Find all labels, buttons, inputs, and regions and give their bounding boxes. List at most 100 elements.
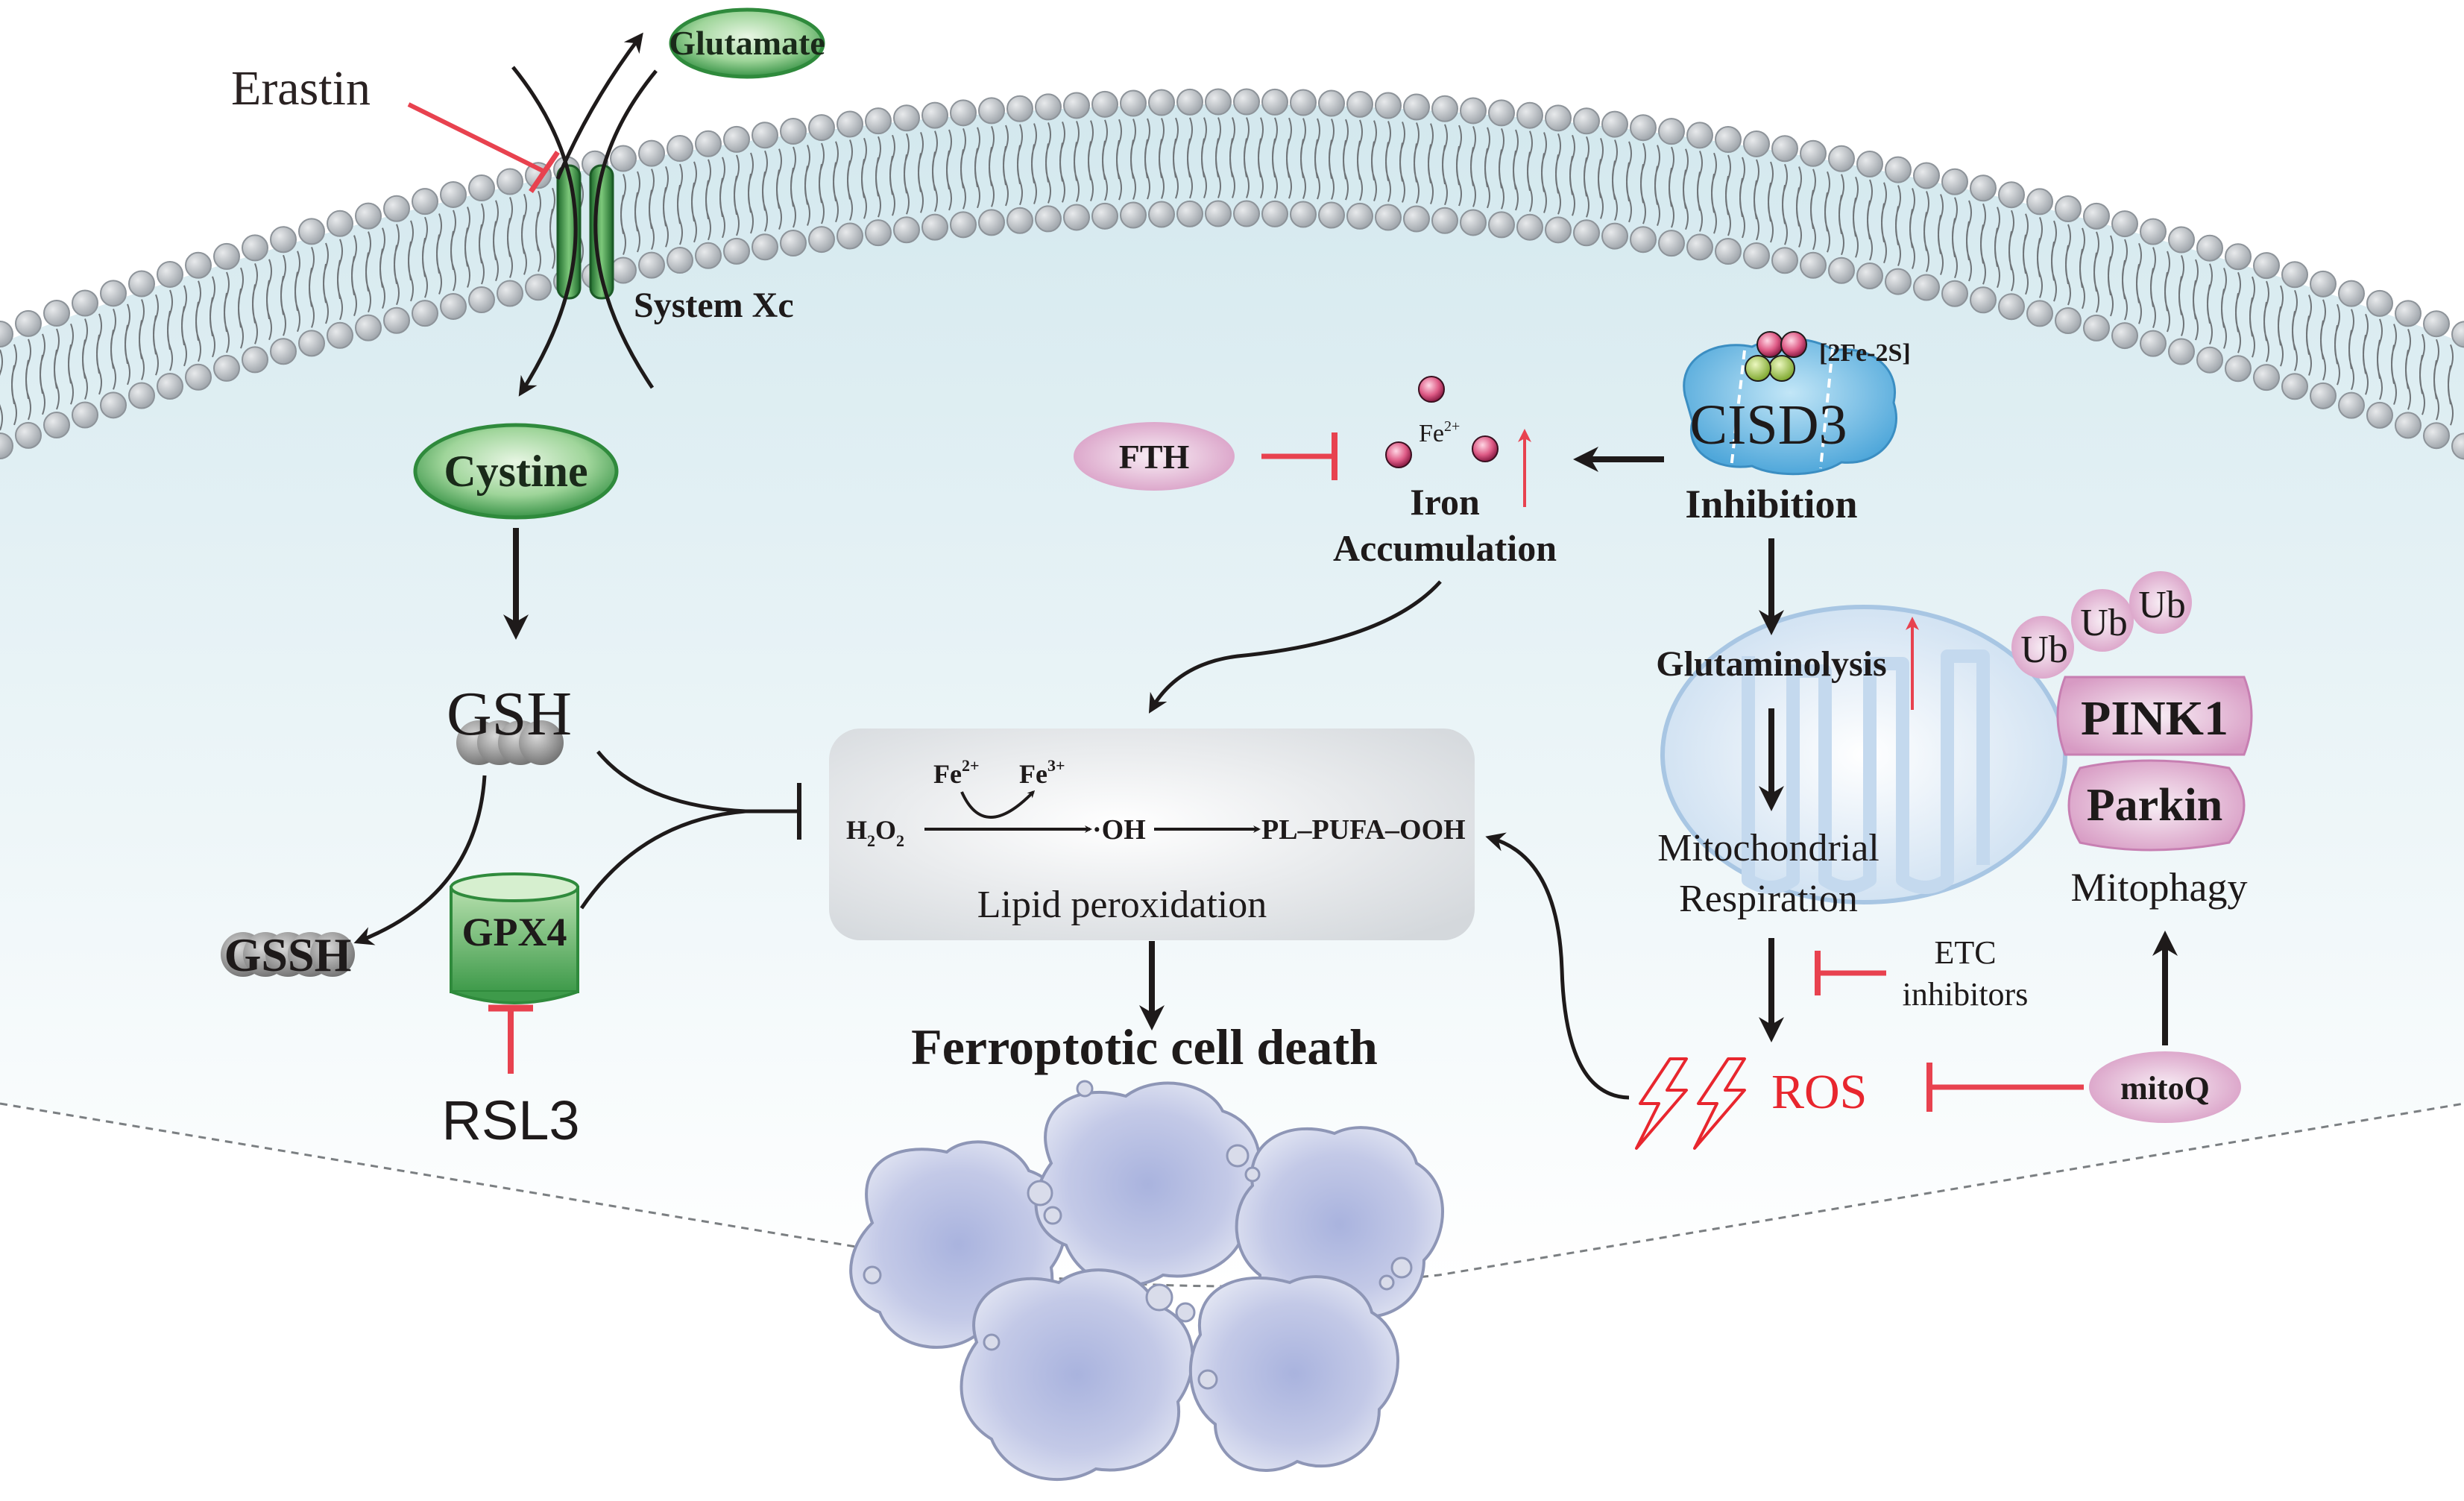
mito-resp-line2: Respiration	[1679, 878, 1858, 920]
mitophagy-label: Mitophagy	[2071, 865, 2248, 910]
lipid-head	[1035, 205, 1062, 233]
lipid-head	[2055, 195, 2082, 222]
lipid-head	[1006, 95, 1033, 122]
lipid-head	[72, 289, 98, 317]
lipid-head	[157, 260, 183, 288]
lipid-tails	[0, 117, 2454, 431]
lipid-head	[440, 292, 467, 320]
mitoq-ros-inhibition	[1926, 1063, 2084, 1112]
glutaminolysis-label: Glutaminolysis	[1656, 644, 1886, 684]
lipid-head	[808, 114, 835, 142]
lipid-head	[1403, 205, 1430, 233]
lipid-head	[1630, 226, 1657, 254]
lipid-head	[1063, 92, 1090, 119]
lipid-head	[497, 168, 523, 195]
lipid-head	[1205, 88, 1232, 116]
lipid-head	[2055, 306, 2082, 334]
lipid-head	[1771, 247, 1798, 274]
lipid-head	[2026, 188, 2053, 215]
lipid-head	[128, 270, 155, 298]
lipid-head	[1006, 207, 1033, 234]
dying-cell	[1235, 1126, 1444, 1323]
fe-ion	[1385, 441, 1412, 468]
lipid-head	[1686, 122, 1713, 149]
lipid-head	[1290, 89, 1317, 116]
lipid-head	[15, 309, 42, 337]
lipid-head	[2225, 355, 2252, 383]
lipid-head	[1715, 126, 1742, 154]
lipid-head	[2140, 330, 2167, 357]
lipid-head	[836, 222, 863, 250]
lipid-head	[1403, 93, 1430, 121]
arrow-iron-lipid	[1148, 580, 1442, 714]
fth-inhibition	[1261, 432, 1337, 480]
lipid-head	[1913, 274, 1940, 301]
rsl3-label: RSL3	[441, 1089, 579, 1151]
lipid-head	[1715, 238, 1742, 265]
lipid-head	[1488, 211, 1515, 239]
lipid-head	[412, 300, 438, 327]
rsl3-inhibition: RSL3	[441, 1004, 580, 1151]
lipid-head	[1573, 107, 1600, 135]
lipid-head	[1176, 88, 1203, 116]
lipid-head	[808, 226, 835, 254]
lipid-head	[1545, 216, 1572, 244]
glutamate-node: Glutamate	[669, 7, 825, 79]
lipid-head	[1686, 233, 1713, 261]
lipid-head	[1346, 202, 1373, 230]
lipid-head	[355, 202, 382, 230]
lipid-head	[610, 257, 637, 284]
lipid-head	[213, 354, 240, 382]
lipid-head	[893, 216, 920, 244]
lipid-head	[865, 107, 892, 135]
etc-label-line1: ETC	[1934, 934, 1996, 971]
etc-inhibition	[1815, 951, 1886, 995]
lipid-head	[1375, 204, 1402, 231]
parkin-label: Parkin	[2087, 780, 2223, 831]
lipid-head	[2423, 422, 2450, 450]
lipid-head	[2338, 391, 2365, 419]
mitoq-label: mitoQ	[2120, 1070, 2210, 1107]
lightning-icon	[1635, 1057, 1688, 1150]
gpx4-node: GPX4	[450, 872, 579, 1004]
lipid-head	[1743, 130, 1770, 157]
lipid-head	[2366, 289, 2393, 317]
lipid-head	[1375, 92, 1402, 119]
lipid-head	[2451, 321, 2464, 348]
lipid-head	[978, 97, 1005, 125]
lipid-head	[667, 247, 693, 274]
dying-cell	[1034, 1081, 1261, 1287]
lipid-head	[1573, 219, 1600, 247]
lipid-head	[1091, 202, 1118, 230]
lipid-head	[695, 242, 722, 269]
lipid-head	[2196, 234, 2223, 262]
lipid-head	[1885, 156, 1912, 183]
lipid-head	[638, 139, 665, 167]
lipid-head	[723, 237, 750, 265]
parkin-node: Parkin	[2067, 759, 2246, 852]
lipid-head	[1828, 145, 1855, 172]
lipid-head	[2366, 401, 2393, 429]
lipid-peroxidation-box: Fe2+ Fe3+ H2O2 ·OH PL–PUFA–OOH Lipid per…	[829, 729, 1475, 940]
cell-membrane	[0, 88, 2464, 460]
fe2-label: Fe2+	[1419, 418, 1460, 447]
lipid-head	[1261, 88, 1288, 116]
ferroptotic-cell-death-label: Ferroptotic cell death	[911, 1019, 1378, 1075]
cystine-node: Cystine	[413, 423, 619, 520]
lipid-head	[1828, 257, 1855, 284]
lipid-head	[43, 300, 70, 327]
lipid-head	[468, 286, 495, 314]
lipid-head	[100, 280, 127, 307]
lipid-head	[2395, 300, 2422, 327]
lipid-head	[610, 145, 637, 172]
pl-pufa-ooh-label: PL–PUFA–OOH	[1261, 814, 1466, 846]
lipid-head	[185, 251, 212, 279]
lipid-head	[1743, 242, 1770, 269]
lipid-head	[836, 110, 863, 138]
arrow-ros-lipid	[1485, 832, 1630, 1100]
lipid-head	[2451, 432, 2464, 460]
lipid-head	[157, 372, 183, 400]
lipid-head	[1516, 101, 1543, 129]
lightning-icon	[1693, 1057, 1746, 1150]
